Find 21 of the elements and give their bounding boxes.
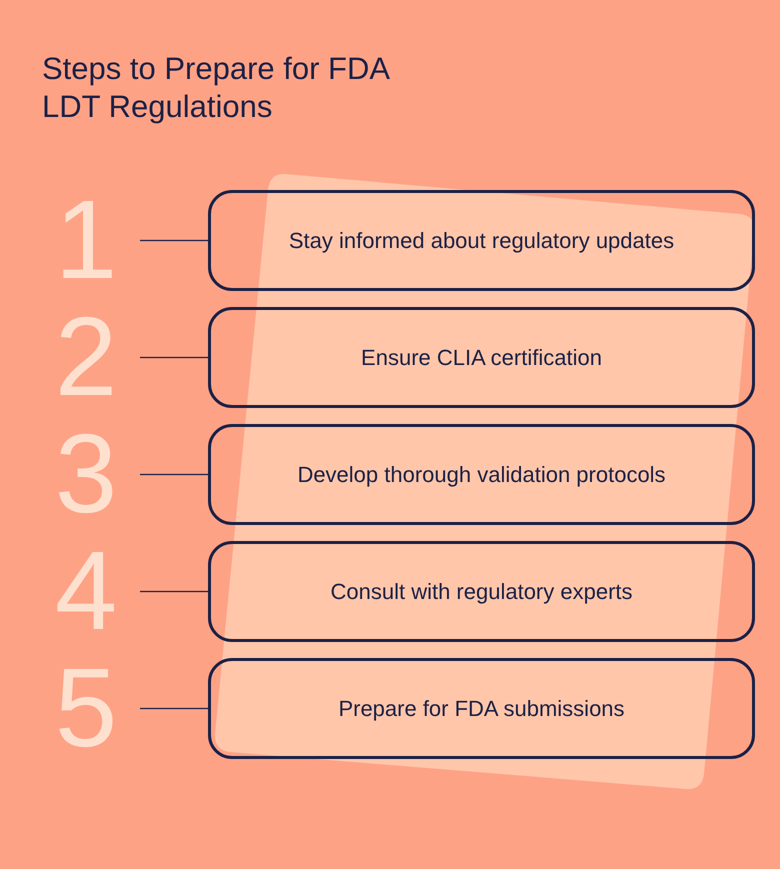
step-number: 1 [44,190,128,290]
step-box [208,307,755,408]
step-box [208,541,755,642]
step-box [208,658,755,759]
step-text: Consult with regulatory experts [330,578,633,604]
step-box [208,424,755,525]
connector-line [140,240,208,242]
step-text: Stay informed about regulatory updates [288,228,674,254]
step-number: 5 [44,658,128,758]
connector-line [140,356,208,358]
connector-line [140,590,208,592]
connector-line [140,474,208,476]
step-number: 3 [44,424,128,524]
step-text: Develop thorough validation protocols [297,462,666,488]
step-text: Prepare for FDA submissions [338,696,625,722]
connector-line [140,708,208,710]
step-text: Ensure CLIA certification [361,344,602,370]
step-box [208,190,755,291]
title: Steps to Prepare for FDA LDT Regulations [42,50,390,126]
step-number: 4 [44,541,128,641]
step-number: 2 [44,307,128,407]
